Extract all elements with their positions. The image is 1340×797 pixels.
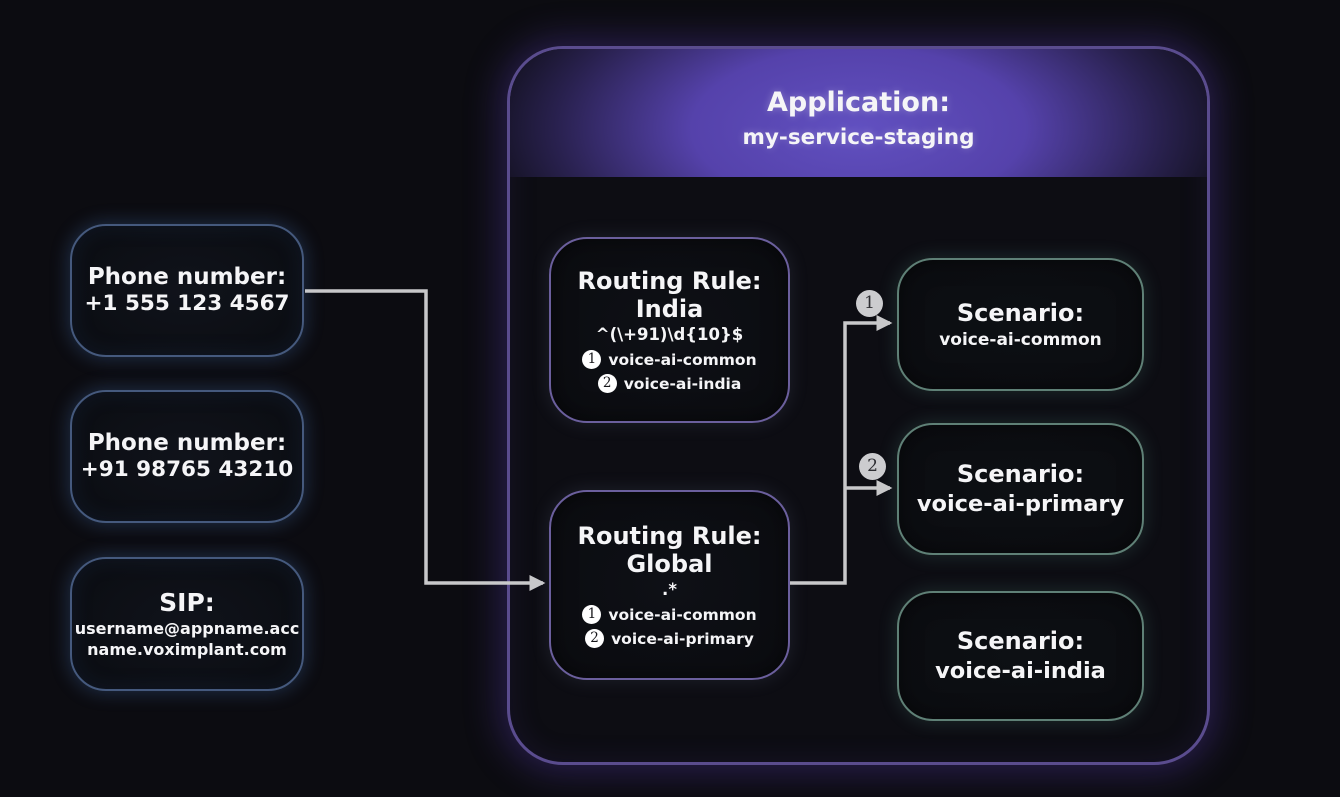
application-header: Application: my-service-staging (510, 49, 1207, 177)
scenario-primary-box: Scenario: voice-ai-primary (897, 423, 1144, 555)
scenario-india-title: Scenario: (956, 626, 1085, 655)
application-name: my-service-staging (742, 125, 975, 150)
routing-rule-global-pattern: .* (662, 580, 677, 600)
routing-rule-india-pattern: ^(\+91)\d{10}$ (595, 325, 744, 345)
scenario-common-title: Scenario: (956, 298, 1085, 327)
phone-number-box-2: Phone number: +91 98765 43210 (70, 390, 304, 523)
routing-rule-global-box: Routing Rule: Global .* 1 voice-ai-commo… (549, 490, 790, 680)
routing-rule-india-scenario-row-2: 2 voice-ai-india (597, 374, 742, 394)
routing-rule-global-name: Global (626, 550, 713, 579)
order-2-icon: 2 (585, 629, 605, 649)
scenario-india-box: Scenario: voice-ai-india (897, 591, 1144, 721)
phone-number-2-title: Phone number: (87, 429, 287, 456)
phone-number-2-value: +91 98765 43210 (80, 457, 294, 483)
routing-rule-india-scenario-row-1: 1 voice-ai-common (582, 350, 757, 370)
scenario-india-name: voice-ai-india (935, 657, 1106, 684)
sip-title: SIP: (159, 587, 215, 617)
scenario-primary-name: voice-ai-primary (916, 490, 1125, 517)
phone-number-1-value: +1 555 123 4567 (84, 291, 290, 317)
routing-rule-global-scenario-1-label: voice-ai-common (608, 605, 757, 624)
routing-rule-india-scenario-2-label: voice-ai-india (623, 374, 742, 393)
scenario-common-name: voice-ai-common (939, 330, 1102, 351)
routing-rule-india-box: Routing Rule: India ^(\+91)\d{10}$ 1 voi… (549, 237, 790, 423)
routing-rule-india-scenario-1-label: voice-ai-common (608, 350, 757, 369)
routing-rule-india-name: India (635, 295, 704, 324)
order-2-icon: 2 (597, 374, 617, 394)
routing-rule-global-scenario-row-2: 2 voice-ai-primary (585, 629, 754, 649)
phone-number-1-title: Phone number: (87, 263, 287, 290)
application-title: Application: (766, 87, 950, 118)
order-1-icon: 1 (582, 605, 602, 625)
phone-number-box-1: Phone number: +1 555 123 4567 (70, 224, 304, 357)
routing-rule-global-scenario-row-1: 1 voice-ai-common (582, 605, 757, 625)
sip-box: SIP: username@appname.acc name.voximplan… (70, 557, 304, 691)
routing-rule-global-title: Routing Rule: (577, 521, 762, 550)
order-1-icon: 1 (582, 350, 602, 370)
sip-address-line-1: username@appname.acc (74, 619, 300, 639)
routing-rule-global-scenario-2-label: voice-ai-primary (611, 629, 754, 648)
sip-address-line-2: name.voximplant.com (87, 640, 287, 660)
scenario-common-box: Scenario: voice-ai-common (897, 258, 1144, 391)
scenario-primary-title: Scenario: (956, 459, 1085, 488)
routing-rule-india-title: Routing Rule: (577, 266, 762, 295)
connector-order-1-badge: 1 (856, 290, 883, 317)
connector-order-2-badge: 2 (859, 453, 886, 480)
